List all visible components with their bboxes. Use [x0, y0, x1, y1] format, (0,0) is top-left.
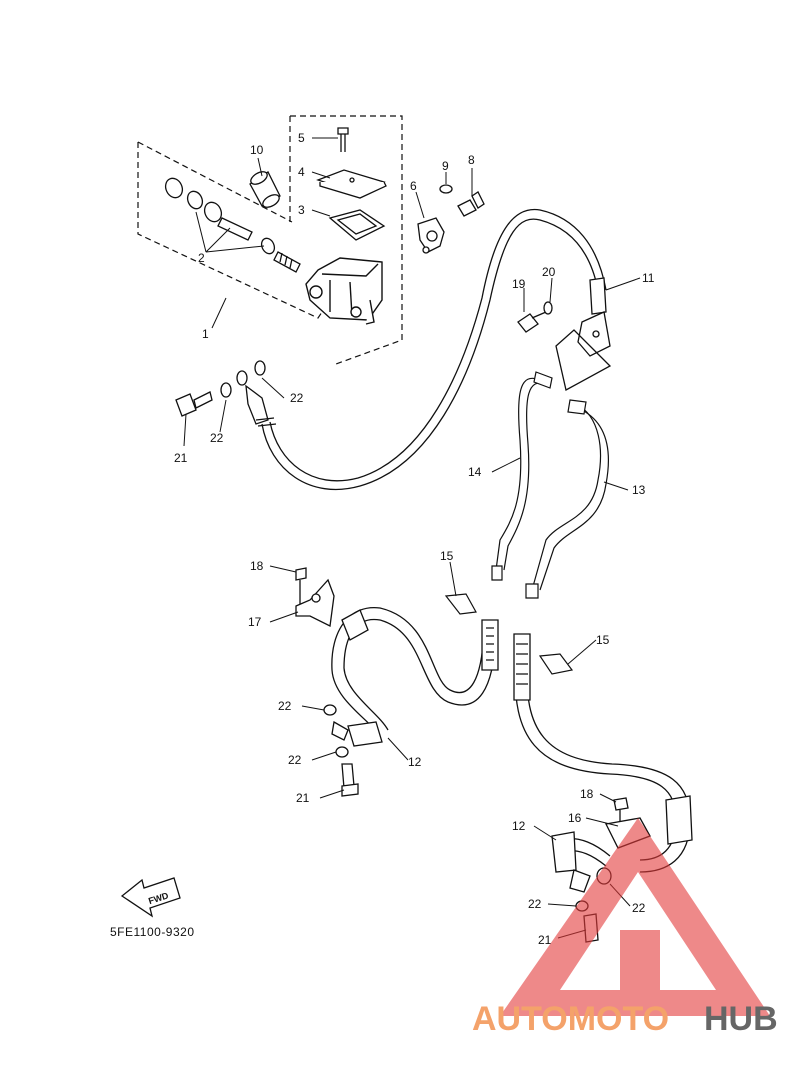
master-cylinder-body: [305, 257, 383, 325]
callout-22-top-right: 22: [290, 391, 304, 405]
callout-15-left: 15: [440, 549, 454, 563]
callout-20: 20: [542, 265, 556, 279]
callout-19: 19: [512, 277, 526, 291]
union-bolt-top: [175, 360, 269, 425]
hose-clips: [444, 593, 574, 675]
callout-22-bottom-right: 22: [632, 901, 646, 915]
reservoir-cap: [316, 127, 387, 241]
callout-21-bottom: 21: [538, 933, 552, 947]
callout-10: 10: [250, 143, 264, 157]
callout-12-left: 12: [408, 755, 422, 769]
callout-8: 8: [468, 153, 475, 167]
lower-left-hose: [331, 606, 499, 747]
callout-16: 16: [568, 811, 582, 825]
callout-4: 4: [298, 165, 305, 179]
brake-pipes: [491, 371, 609, 599]
leader-lines: [183, 137, 641, 939]
callout-22-mid-lower: 22: [288, 753, 302, 767]
holder-clamp: [417, 184, 485, 254]
callout-6: 6: [410, 179, 417, 193]
callout-21-top: 21: [174, 451, 188, 465]
piston-kit: [164, 177, 301, 273]
callout-18-right: 18: [580, 787, 594, 801]
watermark-triangle: [500, 818, 770, 1016]
callout-numbers: 1 2 3 4 5 6 8 9 10 11 12 12 13 14 15 15 …: [174, 131, 655, 947]
watermark-text-auto: AUTOMOTO: [472, 1000, 669, 1038]
watermark-text: AUTOMOTO HUB: [472, 1000, 778, 1038]
callout-2: 2: [198, 251, 205, 265]
callout-9: 9: [442, 159, 449, 173]
watermark-text-hub: HUB: [704, 1000, 778, 1038]
callout-17: 17: [248, 615, 262, 629]
callout-14: 14: [468, 465, 482, 479]
callout-11: 11: [642, 271, 655, 285]
boot-part: [249, 171, 281, 208]
callout-21-mid: 21: [296, 791, 310, 805]
callout-18-left: 18: [250, 559, 264, 573]
callout-5: 5: [298, 131, 305, 145]
brake-joint: [517, 277, 612, 391]
callout-22-bottom-left: 22: [528, 897, 542, 911]
callout-22-mid-upper: 22: [278, 699, 292, 713]
part-code: 5FE1100-9320: [110, 925, 195, 939]
callout-12-right: 12: [512, 819, 526, 833]
callout-15-right: 15: [596, 633, 610, 647]
watermark-logo: [500, 818, 770, 1016]
callout-3: 3: [298, 203, 305, 217]
callout-22-top-left: 22: [210, 431, 224, 445]
callout-13: 13: [632, 483, 646, 497]
fwd-arrow: FWD: [120, 877, 181, 918]
upper-brake-hose: [255, 208, 607, 491]
callout-1: 1: [202, 327, 209, 341]
